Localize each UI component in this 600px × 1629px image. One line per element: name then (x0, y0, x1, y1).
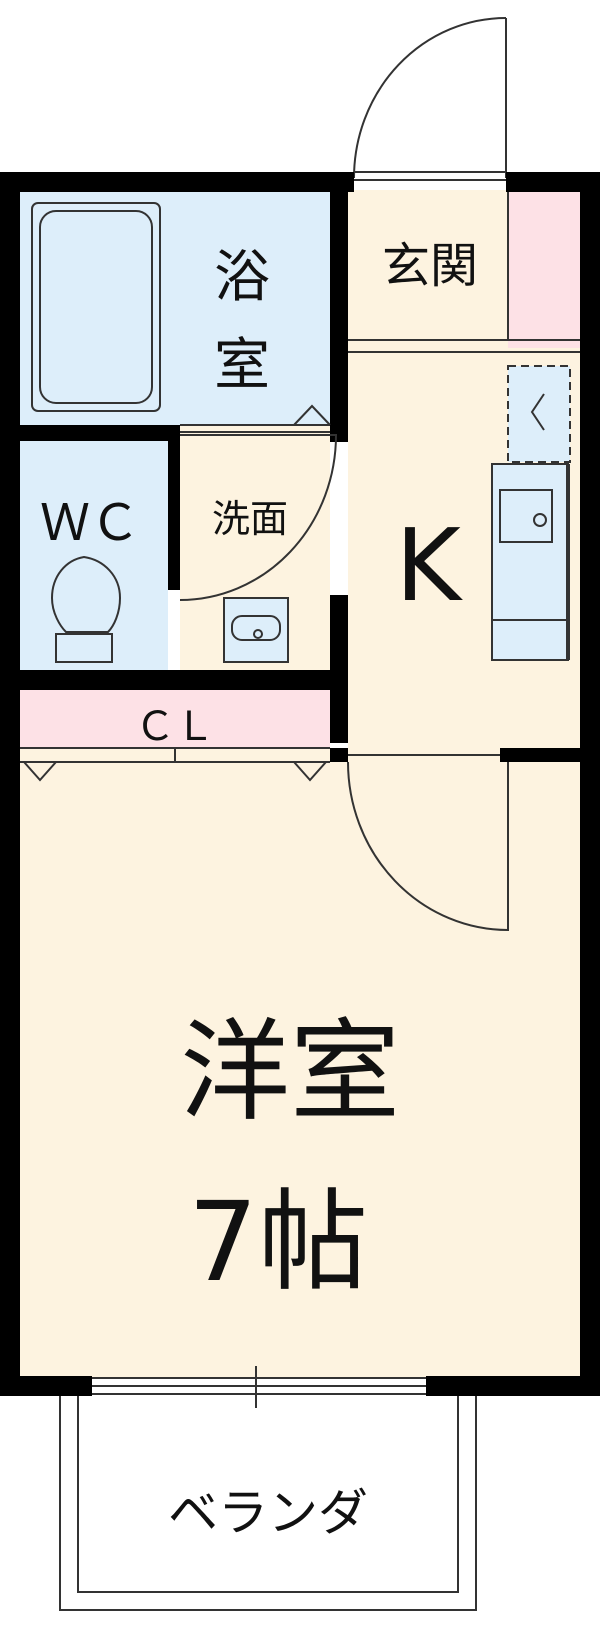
wash-basin (223, 597, 289, 663)
interior-walls (0, 172, 600, 762)
veranda (59, 1396, 477, 1611)
western-room-label: 洋室 (180, 1008, 400, 1136)
shoe-storage (508, 190, 580, 348)
western-room-size: 7帖 (188, 1178, 368, 1306)
closet-floor (20, 690, 330, 748)
toilet (50, 555, 122, 663)
refrigerator-space (507, 365, 571, 463)
wc-label: ＷＣ (40, 494, 140, 552)
exterior-walls (0, 172, 600, 1396)
entrance-door (353, 17, 507, 181)
closet-label: ＣＬ (135, 704, 215, 750)
washroom-door (179, 434, 338, 601)
veranda-label: ベランダ (168, 1484, 368, 1542)
kitchen-counter (491, 463, 570, 661)
washroom-label: 洗面 (212, 497, 288, 541)
entrance-floor (348, 190, 508, 348)
bath-floor (20, 190, 330, 425)
wc-floor (20, 440, 168, 675)
kitchen-label: K (395, 507, 463, 624)
partition-lines (20, 192, 580, 763)
entrance-label: 玄関 (382, 238, 478, 294)
veranda-window (92, 1366, 426, 1408)
western-room-floor (20, 748, 580, 1378)
bath-label-line2: 室 (214, 333, 270, 398)
bathtub (31, 202, 161, 412)
room-door (347, 761, 509, 932)
bath-label-line1: 浴 (214, 245, 270, 310)
closet-door-markers (23, 761, 327, 782)
bath-door-marker (293, 404, 331, 426)
